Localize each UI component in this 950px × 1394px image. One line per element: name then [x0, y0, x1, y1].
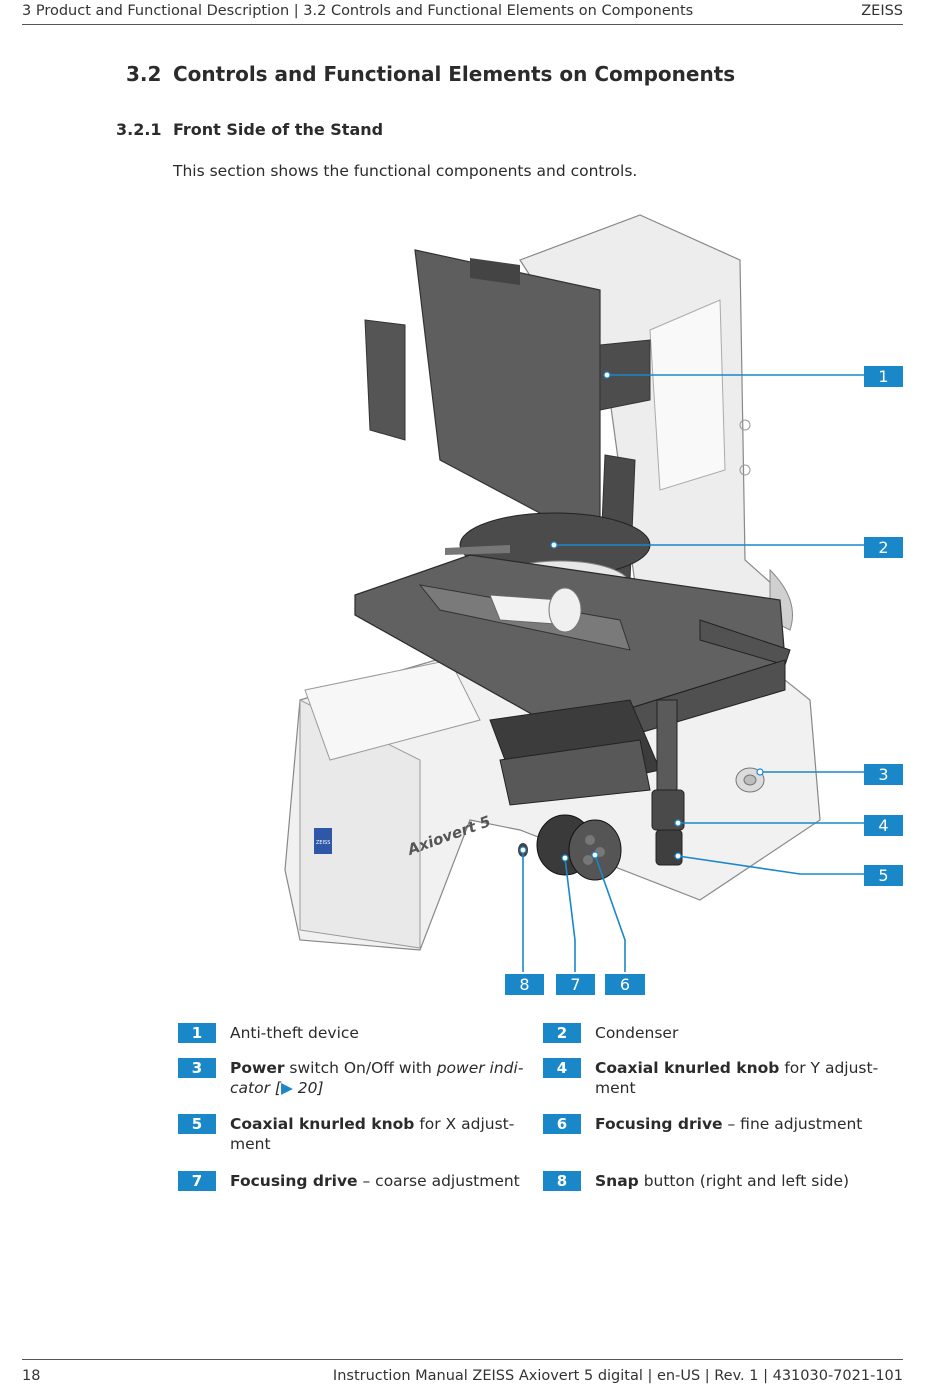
- callout-2: 2: [864, 537, 903, 558]
- zeiss-logo: [314, 828, 332, 854]
- legend-text: Focusing drive – fine adjustment: [595, 1115, 863, 1133]
- section-heading: 3.2 Controls and Functional Elements on C…: [126, 62, 735, 86]
- subsection-title: Front Side of the Stand: [173, 120, 384, 139]
- svg-text:ZEISS: ZEISS: [316, 840, 330, 846]
- legend-text: Condenser: [595, 1024, 679, 1042]
- callout-1: 1: [864, 366, 903, 387]
- legend-number: 7: [178, 1171, 216, 1191]
- footer-document-info: Instruction Manual ZEISS Axiovert 5 digi…: [332, 1368, 903, 1384]
- section-number: 3.2: [126, 62, 162, 86]
- callout-6: 6: [605, 974, 645, 995]
- legend-number: 5: [178, 1114, 216, 1134]
- microscope-illustration: Axiovert 5 ZEISS: [284, 214, 864, 972]
- legend-number: 2: [543, 1023, 581, 1043]
- link-arrow-icon[interactable]: ▶: [280, 1079, 293, 1097]
- intro-paragraph: This section shows the functional compon…: [173, 162, 638, 180]
- legend-text: Power switch On/Off with power indi- cat…: [230, 1059, 524, 1097]
- legend-text: Snap button (right and left side): [595, 1172, 850, 1190]
- header-brand: ZEISS: [861, 3, 903, 19]
- callout-5: 5: [864, 865, 903, 886]
- legend-number: 6: [543, 1114, 581, 1134]
- subsection-number: 3.2.1: [116, 120, 162, 139]
- legend-text: Anti-theft device: [230, 1024, 359, 1042]
- running-header: 3 Product and Functional Description | 3…: [22, 0, 903, 25]
- legend-number: 1: [178, 1023, 216, 1043]
- legend-number: 3: [178, 1058, 216, 1078]
- legend-text: Coaxial knurled knob for X adjust- ment: [230, 1115, 515, 1153]
- legend-text: Coaxial knurled knob for Y adjust- ment: [595, 1059, 879, 1097]
- legend-number: 8: [543, 1171, 581, 1191]
- subsection-heading: 3.2.1 Front Side of the Stand: [116, 120, 383, 139]
- legend-text: Focusing drive – coarse adjustment: [230, 1172, 520, 1190]
- header-breadcrumb: 3 Product and Functional Description | 3…: [22, 3, 694, 19]
- callout-8: 8: [505, 974, 544, 995]
- section-title: Controls and Functional Elements on Comp…: [173, 62, 736, 86]
- callout-7: 7: [556, 974, 595, 995]
- running-footer: 18 Instruction Manual ZEISS Axiovert 5 d…: [22, 1359, 903, 1390]
- legend-number: 4: [543, 1058, 581, 1078]
- callout-3: 3: [864, 764, 903, 785]
- page-number: 18: [22, 1368, 41, 1384]
- callout-4: 4: [864, 815, 903, 836]
